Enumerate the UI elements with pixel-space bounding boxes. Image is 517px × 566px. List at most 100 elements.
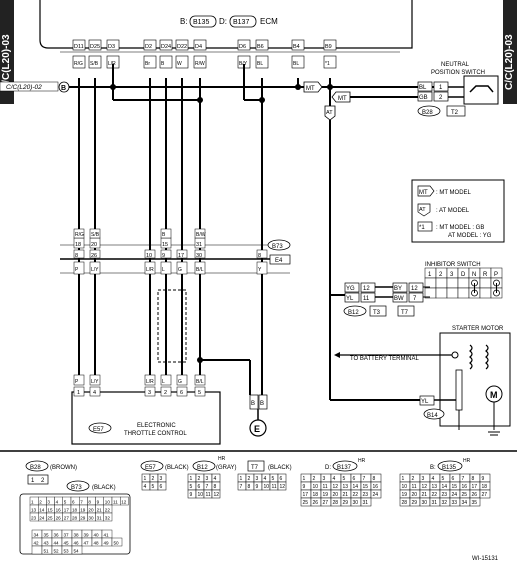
ecm-d-conn: B137 <box>233 19 249 26</box>
b73-wire-top-box <box>89 228 101 239</box>
etc-title-1: ELECTRONIC <box>137 423 176 429</box>
etc-title-2: THROTTLE CONTROL <box>124 431 187 437</box>
e4-label: E4 <box>275 258 283 264</box>
b73-grid-label: 20 <box>88 508 94 513</box>
etc-pin-box <box>144 386 156 397</box>
b73-grid-label: 29 <box>80 516 86 521</box>
connector-pin-label: 8 <box>373 476 376 482</box>
connector-pin-label: 21 <box>343 492 349 498</box>
b73-grid-label: 41 <box>104 533 110 538</box>
connector-pin-label: 2 <box>248 476 251 482</box>
b73-grid-label: 9 <box>97 500 100 505</box>
b73-grid-label: 47 <box>84 541 90 546</box>
etc-pin-num: 5 <box>198 390 201 396</box>
b137-hr: HR <box>358 458 366 464</box>
b73-num: 26 <box>91 253 97 259</box>
b73-label: B73 <box>272 244 283 250</box>
connector-pin-label: 16 <box>462 484 468 490</box>
b73-num-box <box>176 249 188 259</box>
connector-pin-label: 7 <box>206 484 209 490</box>
connector-pin-label: 2 <box>313 476 316 482</box>
connector-pin-cell <box>211 489 221 499</box>
b12-hr: HR <box>218 456 226 462</box>
connector-pin-label: 3 <box>206 476 209 482</box>
mt-tag-1: MT <box>306 86 315 92</box>
b73-grid-label: 8 <box>88 500 91 505</box>
legend-at-tag: AT <box>419 207 426 213</box>
ecm-pin-box <box>72 39 86 51</box>
ecm-pin-label: D22 <box>177 44 187 50</box>
legend-mt-text: : MT MODEL <box>436 190 472 196</box>
ecm-pin-box <box>323 39 337 51</box>
neutral-pin-bottom: 2 <box>439 95 443 101</box>
b73-grid-label: 54 <box>74 549 80 554</box>
connector-pin-label: 9 <box>256 484 259 490</box>
t7-name: T7 <box>251 465 259 471</box>
ecm-wire-color-box <box>323 55 337 69</box>
b73-grid-cell <box>119 496 129 506</box>
connector-pin-label: 26 <box>313 500 319 506</box>
b135-prefix: B: <box>430 465 436 471</box>
etc-pin-num: 1 <box>77 390 80 396</box>
inhibitor-pos-label: 2 <box>439 272 443 278</box>
neutral-conn-t: T2 <box>451 110 459 116</box>
connector-pin-label: 15 <box>363 484 369 490</box>
b73-num: 30 <box>196 253 202 259</box>
b73-num-box <box>73 249 85 259</box>
starter-wire: YL <box>421 399 429 405</box>
connector-pin-label: 4 <box>264 476 267 482</box>
ground-e: B B E <box>249 394 268 437</box>
ecm-wire-color-box <box>88 55 102 69</box>
t7-color: (BLACK) <box>268 465 292 471</box>
b73-num: 9 <box>162 253 165 259</box>
b28-pin-2: 2 <box>41 478 45 484</box>
connector-pin-label: 2 <box>412 476 415 482</box>
b73-grid-label: 31 <box>97 516 103 521</box>
b12-name: B12 <box>197 465 208 471</box>
connector-pin-label: 23 <box>363 492 369 498</box>
ecm-pin-box <box>255 39 269 51</box>
b73-grid-label: 34 <box>34 533 40 538</box>
b73-wire-bottom-box <box>144 261 156 275</box>
electronic-throttle-control: E57 ELECTRONIC THROTTLE CONTROL <box>71 391 221 445</box>
b73-grid-label: 39 <box>84 533 90 538</box>
b73-grid-label: 44 <box>54 541 60 546</box>
b73-conn-color: (BLACK) <box>92 485 116 491</box>
b73-grid-label: 45 <box>64 541 70 546</box>
at-tag: AT <box>326 110 333 116</box>
connector-pin-label: 27 <box>323 500 329 506</box>
b73-wire-top: R/G <box>75 232 84 238</box>
legend-star-text-2: AT MODEL : YG <box>448 233 492 239</box>
ecm-pin-box <box>106 39 120 51</box>
connector-pin-label: 27 <box>482 492 488 498</box>
ecm-pin-box <box>175 39 189 51</box>
connector-pin-label: 7 <box>363 476 366 482</box>
connector-pin-label: 7 <box>462 476 465 482</box>
connector-pin-label: 4 <box>432 476 435 482</box>
b73-num: 8 <box>258 253 261 259</box>
inhib-pin-b: 11 <box>363 296 370 302</box>
b73-grid-label: 23 <box>31 516 37 521</box>
connector-pin-label: 35 <box>472 500 478 506</box>
inhibitor-pos-label: 1 <box>428 272 432 278</box>
b73-grid-label: 43 <box>44 541 50 546</box>
ecm-wire-color-box <box>193 55 207 69</box>
etc-pin-num: 6 <box>180 390 183 396</box>
inhibitor-cell <box>479 287 492 299</box>
inhibitor-pos-label: N <box>472 272 476 278</box>
b73-wire-bottom-box <box>160 261 172 275</box>
b73-wire-bottom: L/R <box>146 267 154 273</box>
etc-wire-box <box>194 374 206 386</box>
side-tab-right: C/C(L20)-03 <box>503 0 517 104</box>
b135-hr: HR <box>463 458 471 464</box>
connector-pin-label: 6 <box>198 484 201 490</box>
connector-pin-label: 6 <box>452 476 455 482</box>
ecm-pin-label: D3 <box>108 44 115 50</box>
ecm-pin-box <box>143 39 157 51</box>
connector-pin-label: 18 <box>482 484 488 490</box>
